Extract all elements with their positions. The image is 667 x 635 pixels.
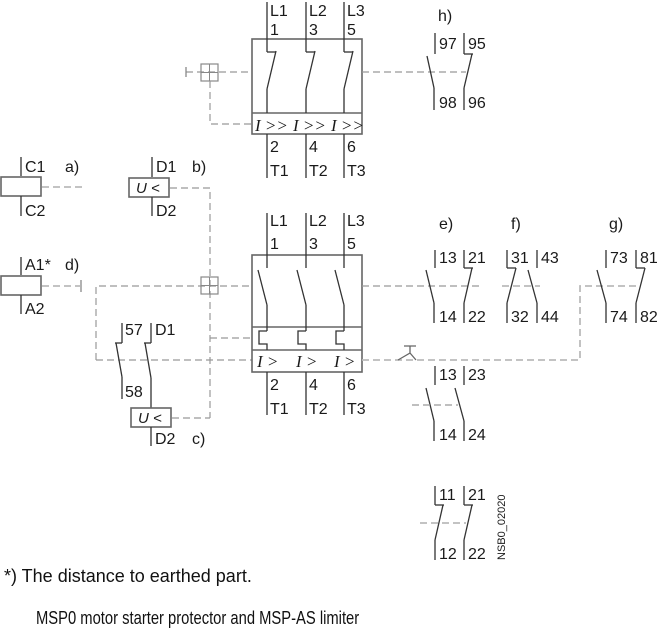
- contact-number: 11: [439, 487, 456, 504]
- contact-number: 21: [468, 250, 486, 267]
- aux-contact-f: f) 31 43 32 44: [506, 216, 559, 326]
- aux-contact-e: e) 13 21 14 22: [425, 216, 486, 326]
- drawing-id: NSB0_02020: [496, 495, 508, 560]
- trip-label: I >: [295, 352, 317, 371]
- aux-contact-nc: 11 21 12 22: [420, 486, 486, 563]
- terminal-label: T3: [347, 163, 366, 180]
- contact-number: 74: [610, 309, 628, 326]
- contact-number: 21: [468, 487, 486, 504]
- terminal-label: A2: [25, 301, 45, 318]
- terminal-number: 3: [309, 22, 318, 39]
- contact-number: 58: [125, 384, 143, 401]
- top-protector: L1 L2 L3 1 3 5 I >> I >> I >> 2 4 6 T1 T…: [251, 2, 366, 180]
- group-label: b): [192, 159, 206, 176]
- group-label: f): [511, 216, 521, 233]
- terminal-number: 1: [270, 22, 279, 39]
- terminal-number: 5: [347, 22, 356, 39]
- contact-number: 95: [468, 36, 486, 53]
- contact-number: 23: [468, 367, 486, 384]
- main-protector-body: [251, 254, 363, 373]
- footnote: *) The distance to earthed part.: [4, 566, 252, 586]
- coil-symbol: U <: [138, 410, 162, 427]
- coil-icon: [0, 275, 42, 296]
- coil-symbol: U <: [136, 180, 160, 197]
- terminal-label: L3: [347, 213, 365, 230]
- terminal-number: 1: [270, 236, 279, 253]
- trip-label: I >: [256, 352, 278, 371]
- main-protector: L1 L2 L3 1 3 5 I > I > I > 2 4 6 T1 T2 T…: [251, 213, 366, 418]
- contact-number: 98: [439, 95, 457, 112]
- terminal-label: D2: [155, 431, 176, 448]
- trip-label: I >: [333, 352, 355, 371]
- contact-number: 96: [468, 95, 486, 112]
- terminal-number: 4: [309, 139, 318, 156]
- terminal-label: L2: [309, 213, 327, 230]
- terminal-label: D2: [156, 203, 177, 220]
- terminal-label: D1: [156, 159, 177, 176]
- contact-number: 97: [439, 36, 457, 53]
- contact-number: 43: [541, 250, 559, 267]
- terminal-label: T2: [309, 401, 328, 418]
- terminal-number: 5: [347, 236, 356, 253]
- trip-label: I >>: [254, 116, 288, 135]
- contact-number: 82: [640, 309, 658, 326]
- undervoltage-release-c: 57 D1 58 U < D2 c): [115, 322, 210, 448]
- contact-number: 13: [439, 250, 457, 267]
- contact-number: 22: [468, 309, 486, 326]
- terminal-number: 6: [347, 377, 356, 394]
- contact-number: 73: [610, 250, 628, 267]
- contact-number: 81: [640, 250, 658, 267]
- terminal-label: T1: [270, 401, 289, 418]
- contact-number: 31: [511, 250, 529, 267]
- group-label: c): [192, 431, 205, 448]
- contact-number: 13: [439, 367, 457, 384]
- contact-number: 14: [439, 309, 457, 326]
- top-protector-body: [251, 38, 363, 135]
- terminal-label: L1: [270, 213, 288, 230]
- terminal-number: 3: [309, 236, 318, 253]
- contact-number: 22: [468, 546, 486, 563]
- contact-number: 44: [541, 309, 559, 326]
- terminal-label: T2: [309, 163, 328, 180]
- undervoltage-coil-icon: [128, 177, 170, 198]
- contact-number: 24: [468, 427, 486, 444]
- terminal-number: 6: [347, 139, 356, 156]
- undervoltage-release-b: U < D1 D2 b): [128, 157, 211, 418]
- figure-caption: MSP0 motor starter protector and MSP-AS …: [36, 608, 360, 628]
- terminal-number: 4: [309, 377, 318, 394]
- coil-d: A1* A2 d): [0, 257, 82, 318]
- aux-contact-no: 13 23 14 24: [412, 366, 486, 444]
- contact-number: 32: [511, 309, 529, 326]
- aux-contact-h: h) 97 95 98 96: [426, 8, 486, 112]
- terminal-label: L3: [347, 3, 365, 20]
- aux-contact-g: g) 73 81 74 82: [596, 216, 658, 326]
- terminal-label: L2: [309, 3, 327, 20]
- terminal-label: C2: [25, 203, 46, 220]
- group-label: g): [609, 216, 623, 233]
- terminal-label: D1: [155, 322, 176, 339]
- terminal-label: T1: [270, 163, 289, 180]
- contact-number: 57: [125, 322, 143, 339]
- group-label: d): [65, 257, 79, 274]
- group-label: h): [438, 8, 452, 25]
- terminal-label: A1*: [25, 257, 51, 274]
- terminal-label: C1: [25, 159, 46, 176]
- trip-label: I >>: [292, 116, 326, 135]
- trip-label: I >>: [330, 116, 364, 135]
- terminal-number: 2: [270, 377, 279, 394]
- group-label: e): [439, 216, 453, 233]
- contact-number: 14: [439, 427, 457, 444]
- terminal-label: T3: [347, 401, 366, 418]
- shunt-trip-a: C1 C2 a): [0, 157, 82, 220]
- contact-number: 12: [439, 546, 457, 563]
- group-label: a): [65, 159, 79, 176]
- coil-icon: [0, 176, 42, 197]
- terminal-number: 2: [270, 139, 279, 156]
- terminal-label: L1: [270, 3, 288, 20]
